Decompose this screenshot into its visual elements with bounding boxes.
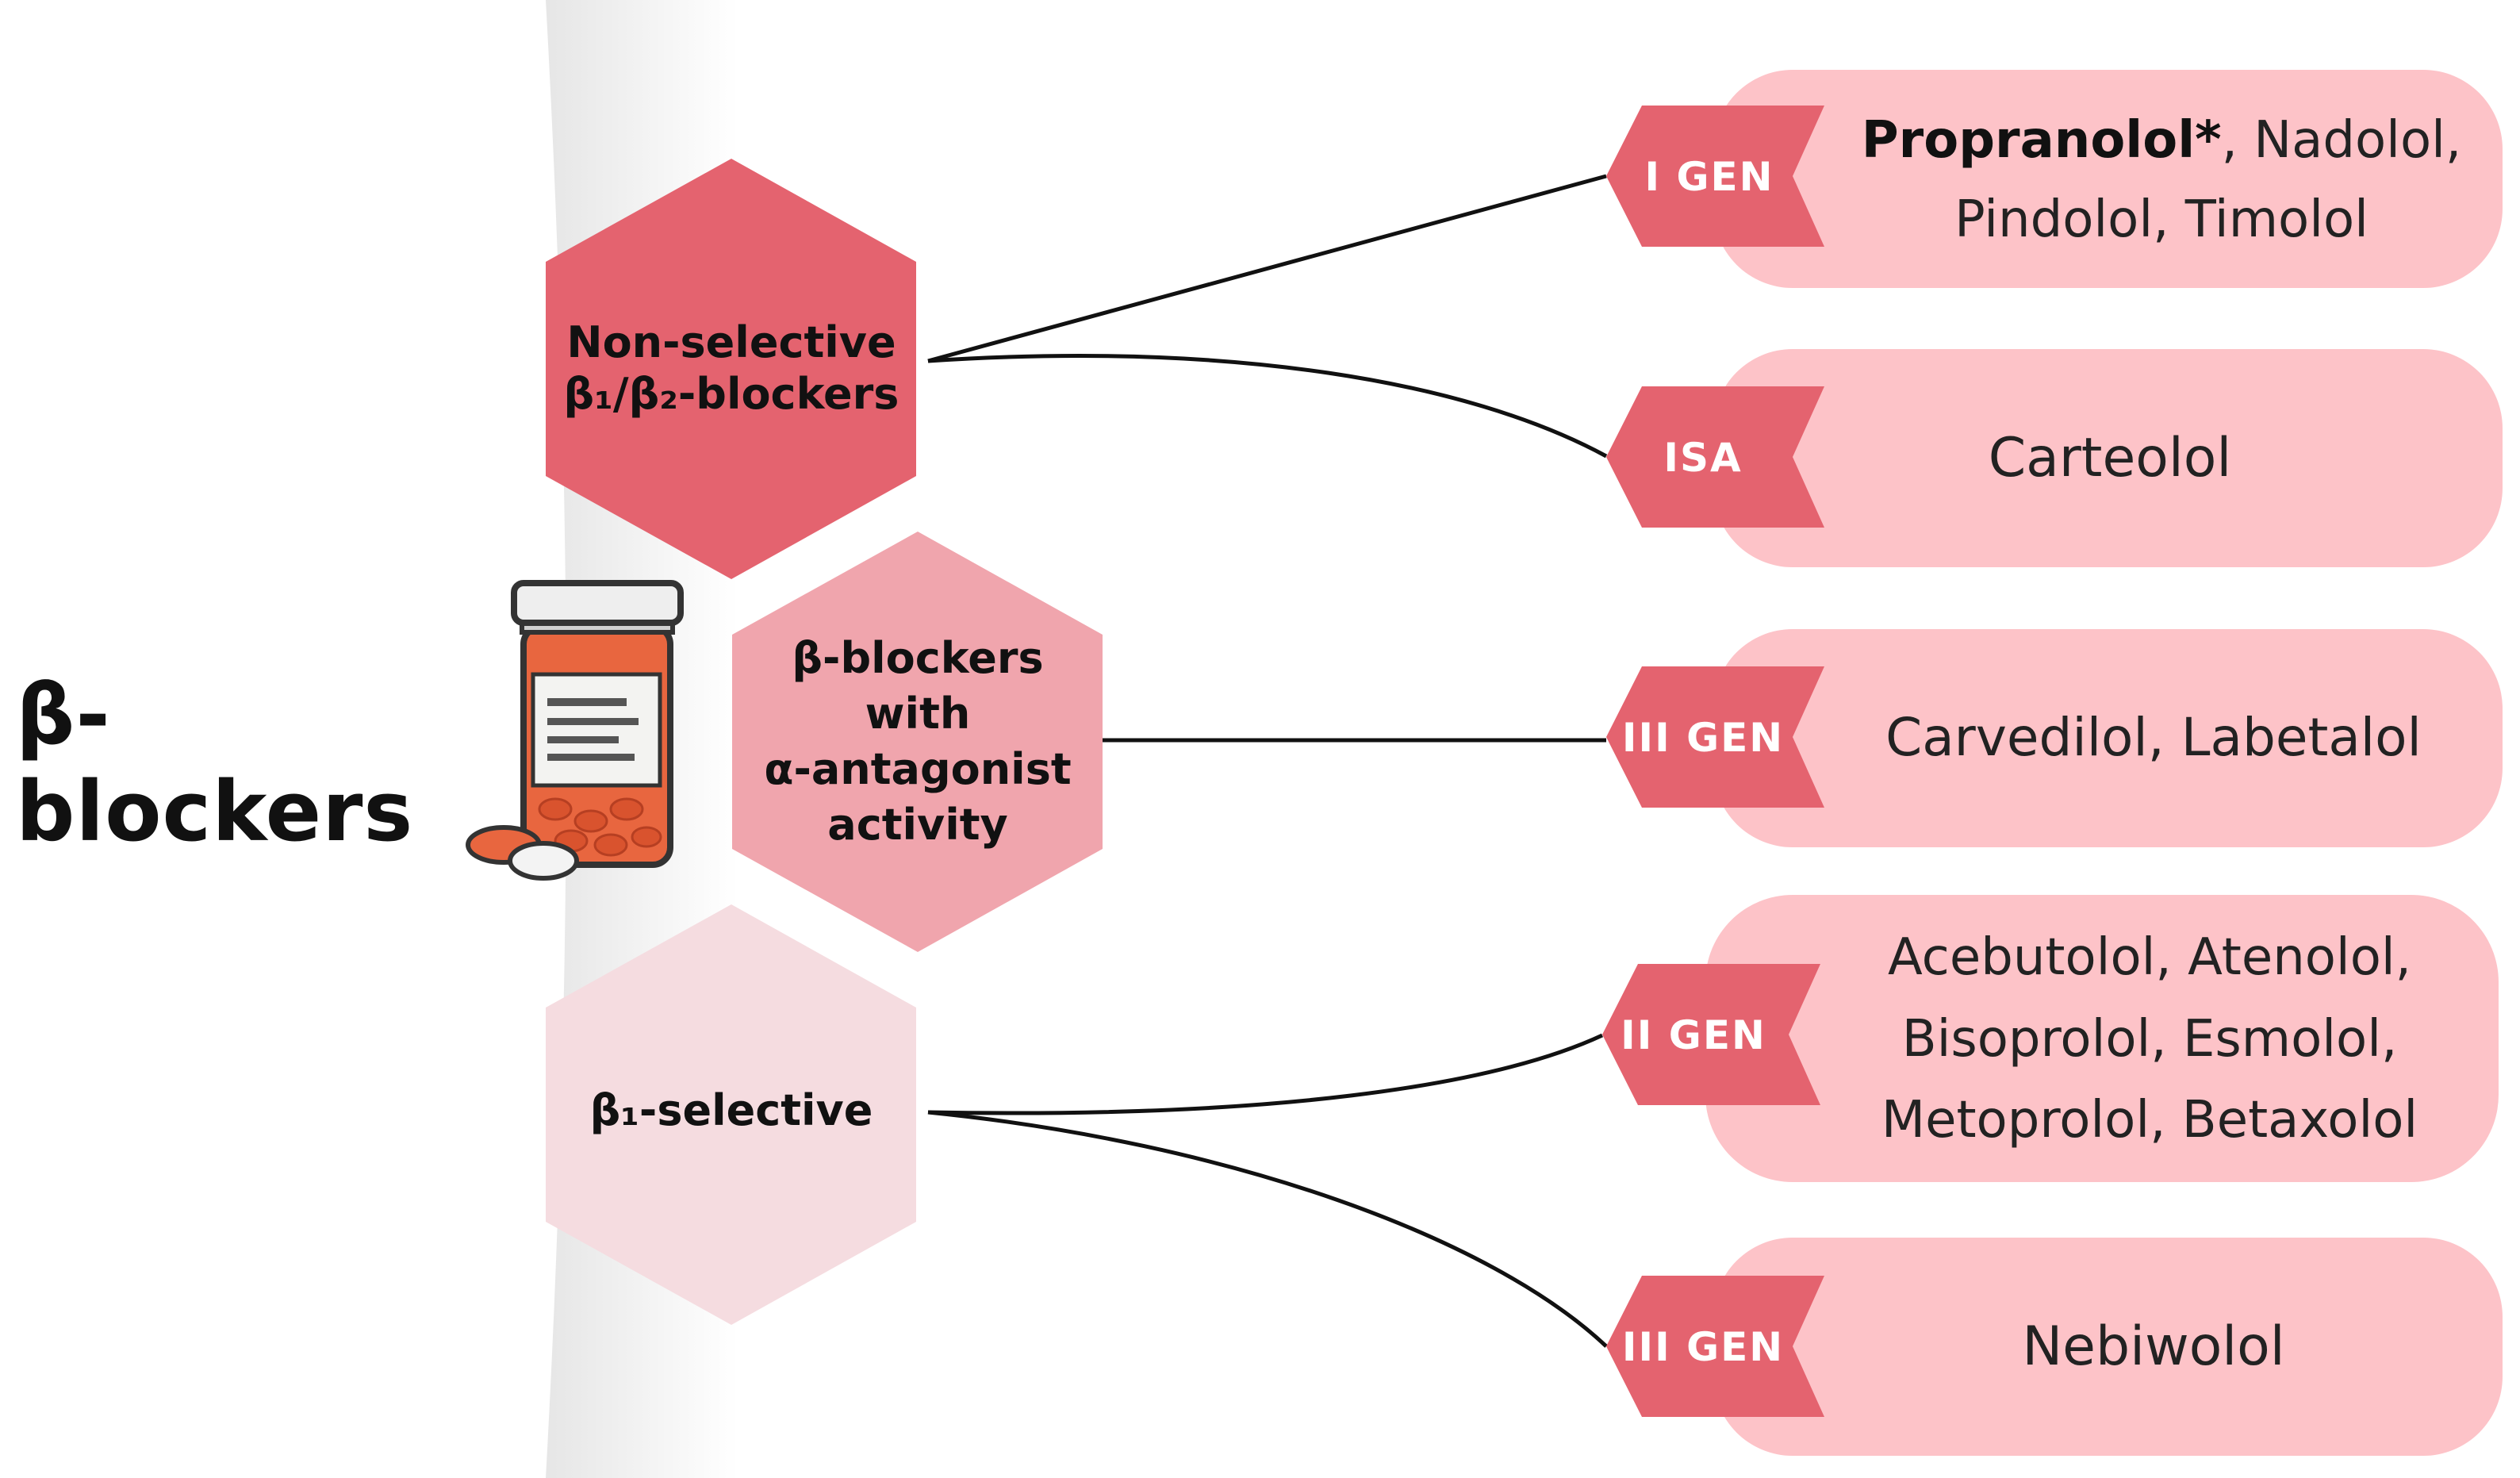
badge-isa: ISA [1606,386,1824,528]
pill-3 [1713,629,2503,847]
drug-list-ii-gen: Acebutolol, Atenolol, Bisoprolol, Esmolo… [1816,900,2483,1178]
pill-bottle-icon [466,580,684,881]
drug-pills [1705,70,2503,1456]
badge-label: III GEN [1622,1324,1784,1370]
badge-iii-gen-2: III GEN [1606,1276,1824,1417]
category-line: β₁/β₂-blockers [563,369,899,419]
pill-5 [1713,1238,2503,1456]
category-label-alpha-antagonist: β-blockers with α-antagonist activity [732,627,1103,857]
badge-label: I GEN [1644,154,1774,200]
connector-b1-iiigen [927,1110,1608,1348]
pill-4 [1705,895,2499,1182]
drug-list-i-gen: Propranolol*, Nadolol, Pindolol, Timolol [1824,75,2499,286]
connector-nonselective-igen [927,174,1607,363]
diagram-title: β-blockers [16,666,414,860]
badge-iii-gen-1: III GEN [1606,666,1824,808]
category-line: with [865,688,971,739]
badge-i-gen: I GEN [1606,106,1824,247]
drug-line: Carvedilol, Labetalol [1885,707,2422,769]
drug-line: Nebiwolol [2022,1315,2285,1378]
category-line: β₁-selective [589,1085,873,1135]
drug-line: Acebutolol, Atenolol, [1888,928,2411,988]
pill-1 [1713,70,2503,288]
connectors [927,174,1608,1348]
drug-list-isa: Carteolol [1824,353,2395,563]
drug-line: Metoprolol, Betaxolol [1881,1091,2418,1150]
drug-line: Carteolol [1988,426,2232,489]
badge-label: ISA [1663,435,1742,481]
drug-line: Pindolol, Timolol [1954,190,2368,249]
category-line: β-blockers [792,632,1044,683]
category-label-nonselective: Non-selective β₁/β₂-blockers [546,301,917,436]
category-line: Non-selective [566,317,896,368]
drug-list-iii-gen-1: Carvedilol, Labetalol [1824,633,2483,843]
drug-line: Propranolol*, Nadolol, [1861,111,2462,171]
badge-ii-gen: II GEN [1602,964,1820,1105]
category-line: activity [827,800,1008,850]
drug-list-iii-gen-2: Nebiwolol [1824,1242,2483,1452]
drug-line: Bisoprolol, Esmolol, [1901,1009,2398,1069]
connector-nonselective-isa [927,354,1608,459]
pill-2 [1713,349,2503,567]
hexagon-alpha-antagonist [732,532,1103,952]
badges: I GEN ISA III GEN II GEN III GEN [1602,106,1824,1417]
hexagon-nonselective [546,159,916,579]
category-line: α-antagonist [764,744,1072,794]
hexagon-b1-selective [546,904,916,1325]
category-label-b1-selective: β₁-selective [546,1079,917,1142]
connector-b1-iigen [927,1033,1604,1115]
badge-label: III GEN [1622,715,1784,761]
badge-label: II GEN [1621,1012,1766,1058]
